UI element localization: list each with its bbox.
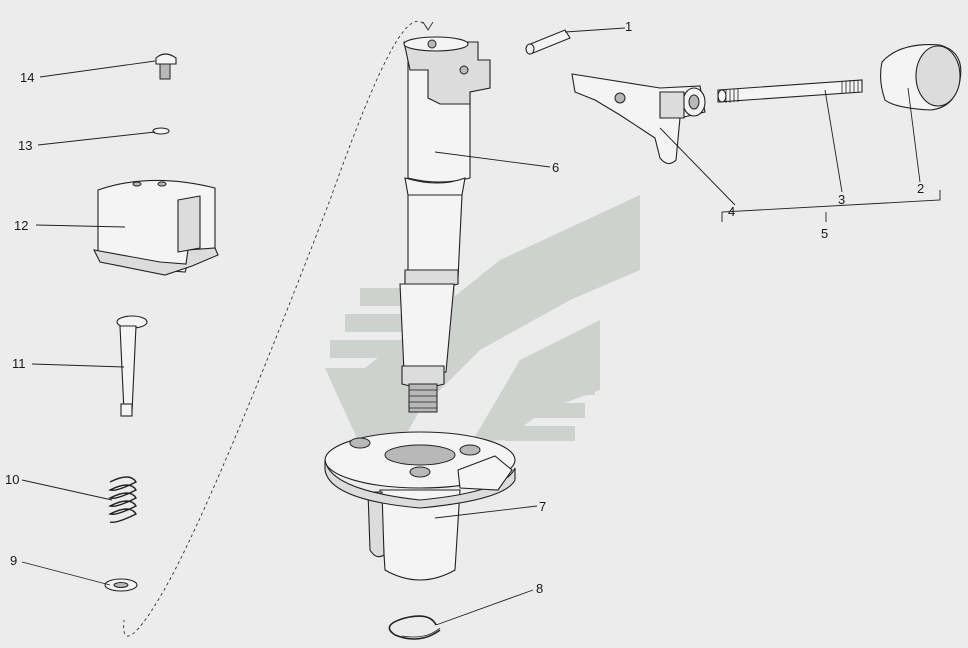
leader-9 <box>21 561 111 586</box>
leader-6 <box>434 151 551 168</box>
part-2-knob <box>879 44 962 111</box>
leader-8 <box>435 589 534 626</box>
leader-14 <box>39 60 156 78</box>
label-7: 7 <box>539 499 546 514</box>
part-6-shaft <box>399 36 491 413</box>
watermark-stripe <box>515 403 585 418</box>
watermark-stripe <box>525 380 595 395</box>
leader-4 <box>659 127 736 206</box>
label-2: 2 <box>917 181 924 196</box>
label-1: 1 <box>625 19 632 34</box>
part-12-cover <box>93 179 219 276</box>
leader-1 <box>564 27 626 33</box>
label-6: 6 <box>552 160 559 175</box>
part-10-spring <box>108 476 137 524</box>
leader-13 <box>37 131 156 146</box>
leader-3 <box>824 89 843 193</box>
label-10: 10 <box>5 472 19 487</box>
label-5: 5 <box>821 226 828 241</box>
watermark-stripe <box>505 426 575 441</box>
part-8-retaining-ring <box>388 615 441 640</box>
label-11: 11 <box>12 356 26 371</box>
watermark-chevron-small <box>430 320 600 445</box>
watermark-stripe <box>330 340 425 358</box>
label-12: 12 <box>14 218 28 233</box>
part-9-washer <box>104 578 138 592</box>
leader-2 <box>907 87 921 183</box>
label-4: 4 <box>728 204 735 219</box>
leader-12 <box>35 224 126 228</box>
label-8: 8 <box>536 581 543 596</box>
leader-11 <box>31 363 125 368</box>
assembly-arrow <box>422 21 434 31</box>
label-3: 3 <box>838 192 845 207</box>
leader-7 <box>434 505 538 519</box>
label-9: 9 <box>10 553 17 568</box>
part-3-threaded-rod <box>717 79 863 103</box>
label-13: 13 <box>18 138 32 153</box>
assembly-path-dashed <box>123 21 428 637</box>
part-labels: 1 2 3 4 5 6 7 8 9 10 11 12 13 14 <box>5 19 924 596</box>
label-14: 14 <box>20 70 34 85</box>
part-13-washer <box>152 127 170 135</box>
part-11-pin <box>116 315 148 417</box>
watermark-logo <box>325 195 640 445</box>
leader-10 <box>21 479 113 501</box>
part-14-screw <box>155 53 177 80</box>
part-4-lever <box>571 73 706 165</box>
part-7-base-flange <box>324 431 516 581</box>
leader-lines <box>21 27 921 626</box>
group-bracket-5 <box>721 190 941 222</box>
part-1-pin <box>525 29 571 55</box>
